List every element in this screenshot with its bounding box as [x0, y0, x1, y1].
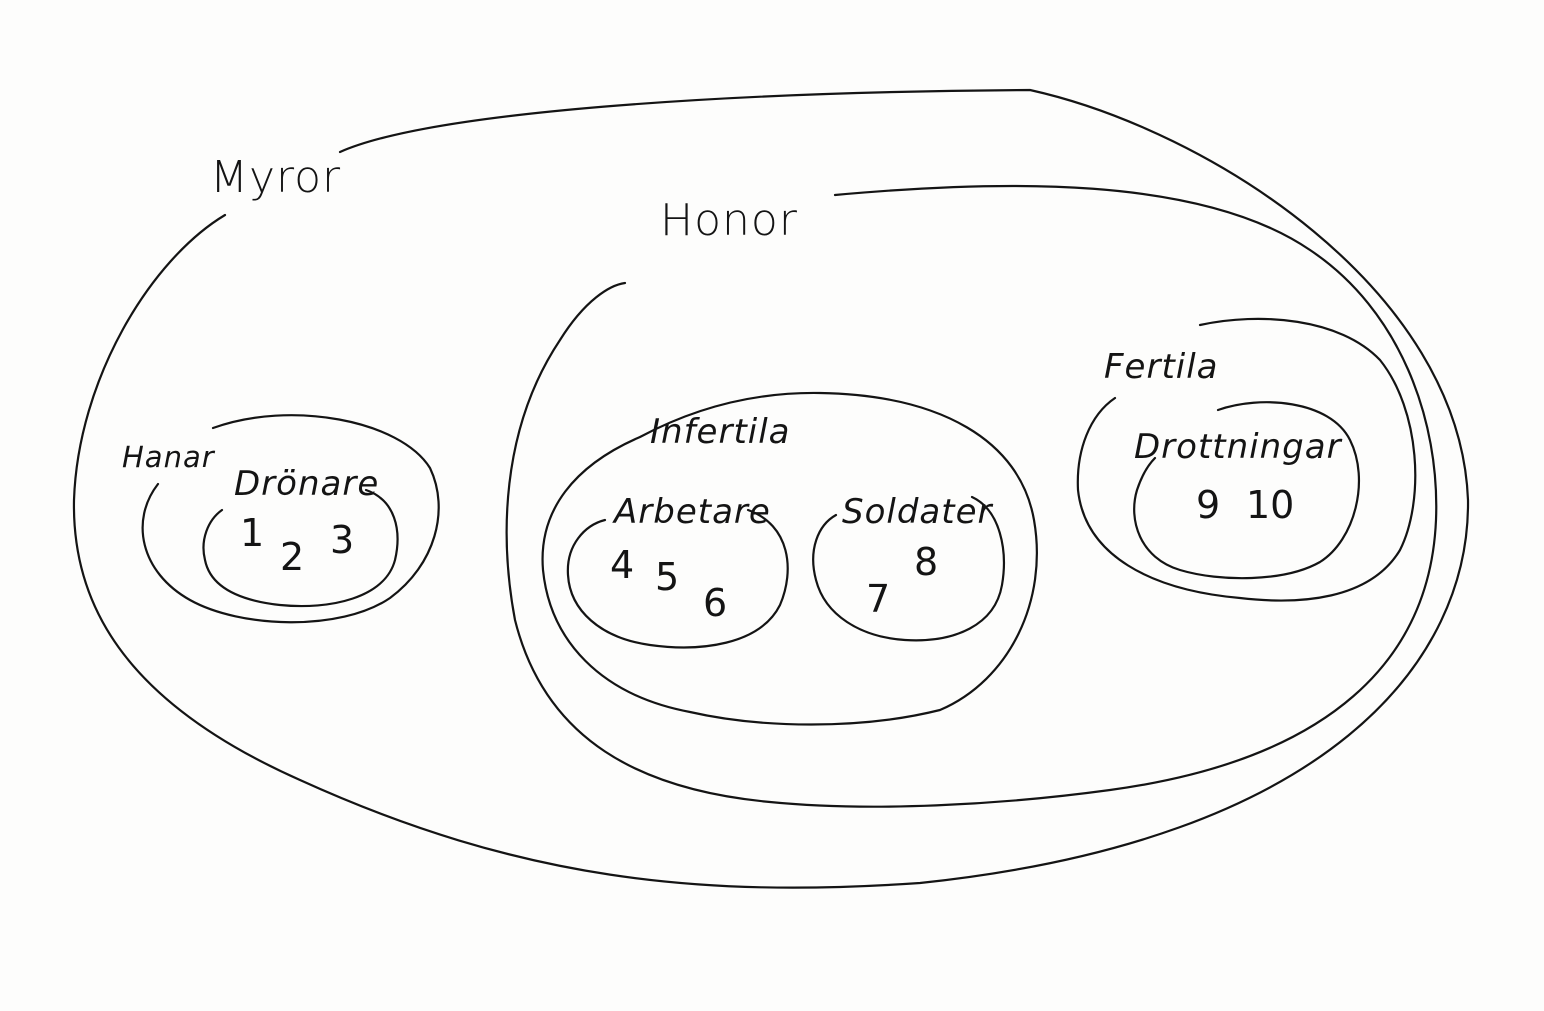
member-3: 3	[330, 518, 354, 562]
member-4: 4	[610, 543, 634, 587]
set-arbetare-label: Arbetare	[612, 492, 771, 532]
member-10: 10	[1246, 483, 1294, 527]
set-soldater-outline	[812, 495, 1005, 642]
set-honor-label: Honor	[660, 195, 798, 246]
member-2: 2	[280, 535, 304, 579]
set-soldater-label: Soldater	[842, 492, 993, 532]
set-infertila-label: Infertila	[650, 412, 791, 452]
set-myror-label: Myror	[210, 152, 341, 203]
set-dronare-outline	[202, 488, 399, 608]
member-7: 7	[866, 577, 890, 621]
set-hanar-outline	[141, 414, 440, 624]
set-drottningar-label: Drottningar	[1134, 427, 1343, 467]
member-8: 8	[914, 540, 938, 584]
set-dronare-label: Drönare	[234, 464, 379, 504]
set-infertila-outline	[541, 391, 1038, 726]
set-arbetare-outline	[566, 508, 789, 649]
set-drottningar-outline	[1133, 401, 1361, 580]
member-9: 9	[1196, 483, 1220, 527]
set-fertila-outline	[1076, 317, 1417, 602]
set-fertila-label: Fertila	[1104, 347, 1219, 387]
member-5: 5	[655, 555, 679, 599]
set-honor-outline	[505, 184, 1438, 808]
set-myror-outline	[72, 88, 1470, 889]
member-6: 6	[703, 581, 727, 625]
set-hanar-label: Hanar	[122, 440, 216, 474]
member-1: 1	[240, 511, 264, 555]
